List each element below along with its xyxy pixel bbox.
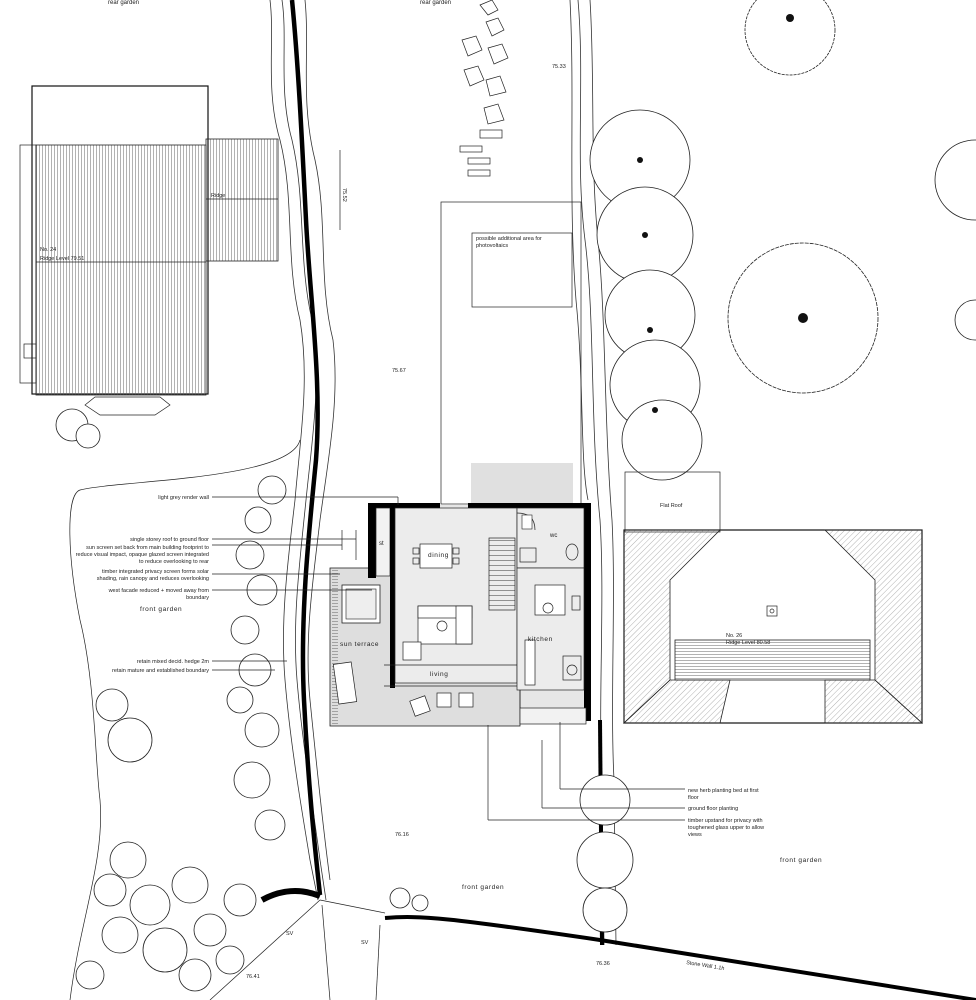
room-dining-label: dining xyxy=(428,552,449,559)
proposed-building xyxy=(329,201,591,727)
room-wc-label: wc xyxy=(549,533,557,539)
front-walls xyxy=(209,887,976,1000)
pv-label-line1: possible additional area for xyxy=(476,236,542,242)
note-retain-hedge: retain mixed decid. hedge 2m xyxy=(137,659,210,665)
neighbour-house-no24 xyxy=(19,85,279,416)
level-7567: 75.67 xyxy=(392,368,406,374)
room-st-label: st xyxy=(379,541,384,547)
note-herb-bed-1: new herb planting bed at first xyxy=(688,788,759,794)
note-timber-screen-2: shading, rain canopy and reduces overloo… xyxy=(97,576,209,582)
note-sun-screen-1: sun screen set back from main building f… xyxy=(86,545,209,551)
note-single-storey-roof: single storey roof to ground floor xyxy=(130,537,209,543)
annotation-leaders xyxy=(212,150,685,821)
note-render-wall: light grey render wall xyxy=(158,495,209,501)
flat-roof-label: Flat Roof xyxy=(660,503,683,509)
note-retain-boundary: retain mature and established boundary xyxy=(112,668,209,674)
stone-wall-label: Stone Wall 1.1h xyxy=(686,960,725,972)
note-west-facade-2: boundary xyxy=(186,595,209,601)
room-living-label: living xyxy=(430,671,448,678)
sv-label-1: SV xyxy=(286,931,294,937)
level-7616: 76.16 xyxy=(395,832,409,838)
no26-ridge-label: Ridge Level 80.58 xyxy=(726,640,770,646)
sun-terrace-label: sun terrace xyxy=(340,641,379,648)
note-timber-screen-1: timber integrated privacy screen forms s… xyxy=(102,569,209,575)
front-garden-right-label: front garden xyxy=(780,857,822,864)
note-sun-screen-2: reduce visual impact, opaque glazed scre… xyxy=(76,552,209,558)
left-boundary-hedge xyxy=(269,0,336,901)
pv-label-line2: photovoltaics xyxy=(476,243,508,249)
rear-garden-left-label: rear garden xyxy=(108,0,139,6)
note-sun-screen-3: to reduce overlooking to rear xyxy=(139,559,209,565)
trees-right xyxy=(576,0,976,933)
sv-label-2: SV xyxy=(361,940,369,946)
note-timber-upstand-2: toughened glass upper to allow xyxy=(688,825,764,831)
front-garden-left-label: front garden xyxy=(140,606,182,613)
neighbour-house-no26 xyxy=(622,471,924,724)
left-lawn-edge xyxy=(69,439,301,1000)
ridge-label: Ridge xyxy=(211,193,225,199)
note-ground-floor-planting: ground floor planting xyxy=(688,806,738,812)
note-timber-upstand-3: views xyxy=(688,832,702,838)
no24-ridge-label: Ridge Level 79.51 xyxy=(40,256,84,262)
rear-garden-mid-label: rear garden xyxy=(420,0,451,6)
note-herb-bed-2: floor xyxy=(688,795,699,801)
note-timber-upstand-1: timber upstand for privacy with xyxy=(688,818,763,824)
no24-name-label: No. 24 xyxy=(40,247,56,253)
note-west-facade-1: west facade reduced + moved away from xyxy=(108,588,210,594)
room-kitchen-label: kitchen xyxy=(528,636,553,643)
stepping-stones xyxy=(459,0,509,177)
level-7641: 76.41 xyxy=(246,974,260,980)
level-7636: 76.36 xyxy=(596,961,610,967)
no26-name-label: No. 26 xyxy=(726,633,742,639)
level-7533: 75.33 xyxy=(552,64,566,70)
level-7552: 75.52 xyxy=(341,188,347,202)
front-garden-bottom-label: front garden xyxy=(462,884,504,891)
